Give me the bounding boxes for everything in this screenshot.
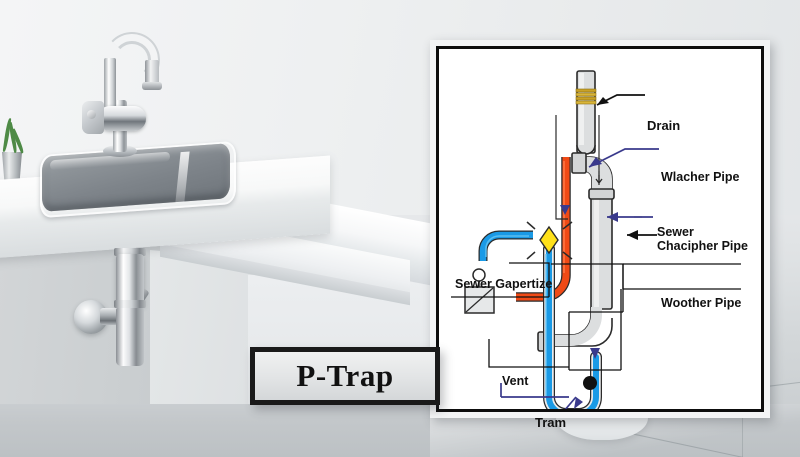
ptrap-title-badge-inner: P-Trap [255,352,435,400]
label-connector-lines [451,262,741,371]
ptrap-diagram-svg [451,70,741,409]
diagram-panel-inner: Drain Wlacher Pipe Sewer Chacipher Pipe … [436,46,767,430]
valve-box [464,268,495,314]
label-sewer-chacipher-line1: Sewer [657,225,694,239]
leader-tram [564,396,583,409]
hot-water-pipe [516,157,571,302]
trap-nut [114,248,146,256]
plant-pot [2,152,22,182]
diagram-panel: Drain Wlacher Pipe Sewer Chacipher Pipe … [430,40,770,430]
label-sewer-chacipher-line2: Chacipher Pipe [657,239,748,253]
faucet-spout [145,60,159,86]
leader-woother [627,230,657,240]
wlacher-pipe-elbow [571,152,613,197]
label-woother-pipe: Woother Pipe [661,296,742,310]
label-vent: Vent [502,374,529,388]
drain-stub-pipe [576,70,596,155]
faucet-aerator [142,82,162,90]
label-tram: Tram [535,415,567,430]
flow-burst-icon [526,221,573,260]
trap-nut [114,300,146,308]
chrome-bottle-trap-lower [116,308,144,366]
leader-sewer-chacipher [607,212,653,222]
cold-water-vent-branch [478,230,533,261]
sewer-chacipher-pipe [588,188,615,310]
faucet-neck-left [104,58,116,108]
leader-wlacher [588,148,659,168]
brass-thread-icon [575,88,597,105]
leader-drain [596,94,645,106]
trap-stopper-icon [583,376,597,390]
p-trap-blue-pipe [543,243,602,409]
chrome-bottle-trap-upper [116,254,144,306]
label-drain: Drain [647,118,681,133]
label-sewer-chacipher-pipe: Sewer Chacipher Pipe [657,225,767,253]
label-wlacher-pipe: Wlacher Pipe [661,170,740,184]
label-sewer-gapertize: Sewer Gapertize [455,277,553,291]
faucet-body [98,106,146,131]
faucet-handle[interactable] [82,101,104,134]
flow-arrow-icon [560,205,600,359]
floor-grout-line [742,398,743,457]
ptrap-title-badge: P-Trap [250,347,440,405]
ptrap-title-text: P-Trap [296,358,394,393]
leader-vent [500,383,569,398]
